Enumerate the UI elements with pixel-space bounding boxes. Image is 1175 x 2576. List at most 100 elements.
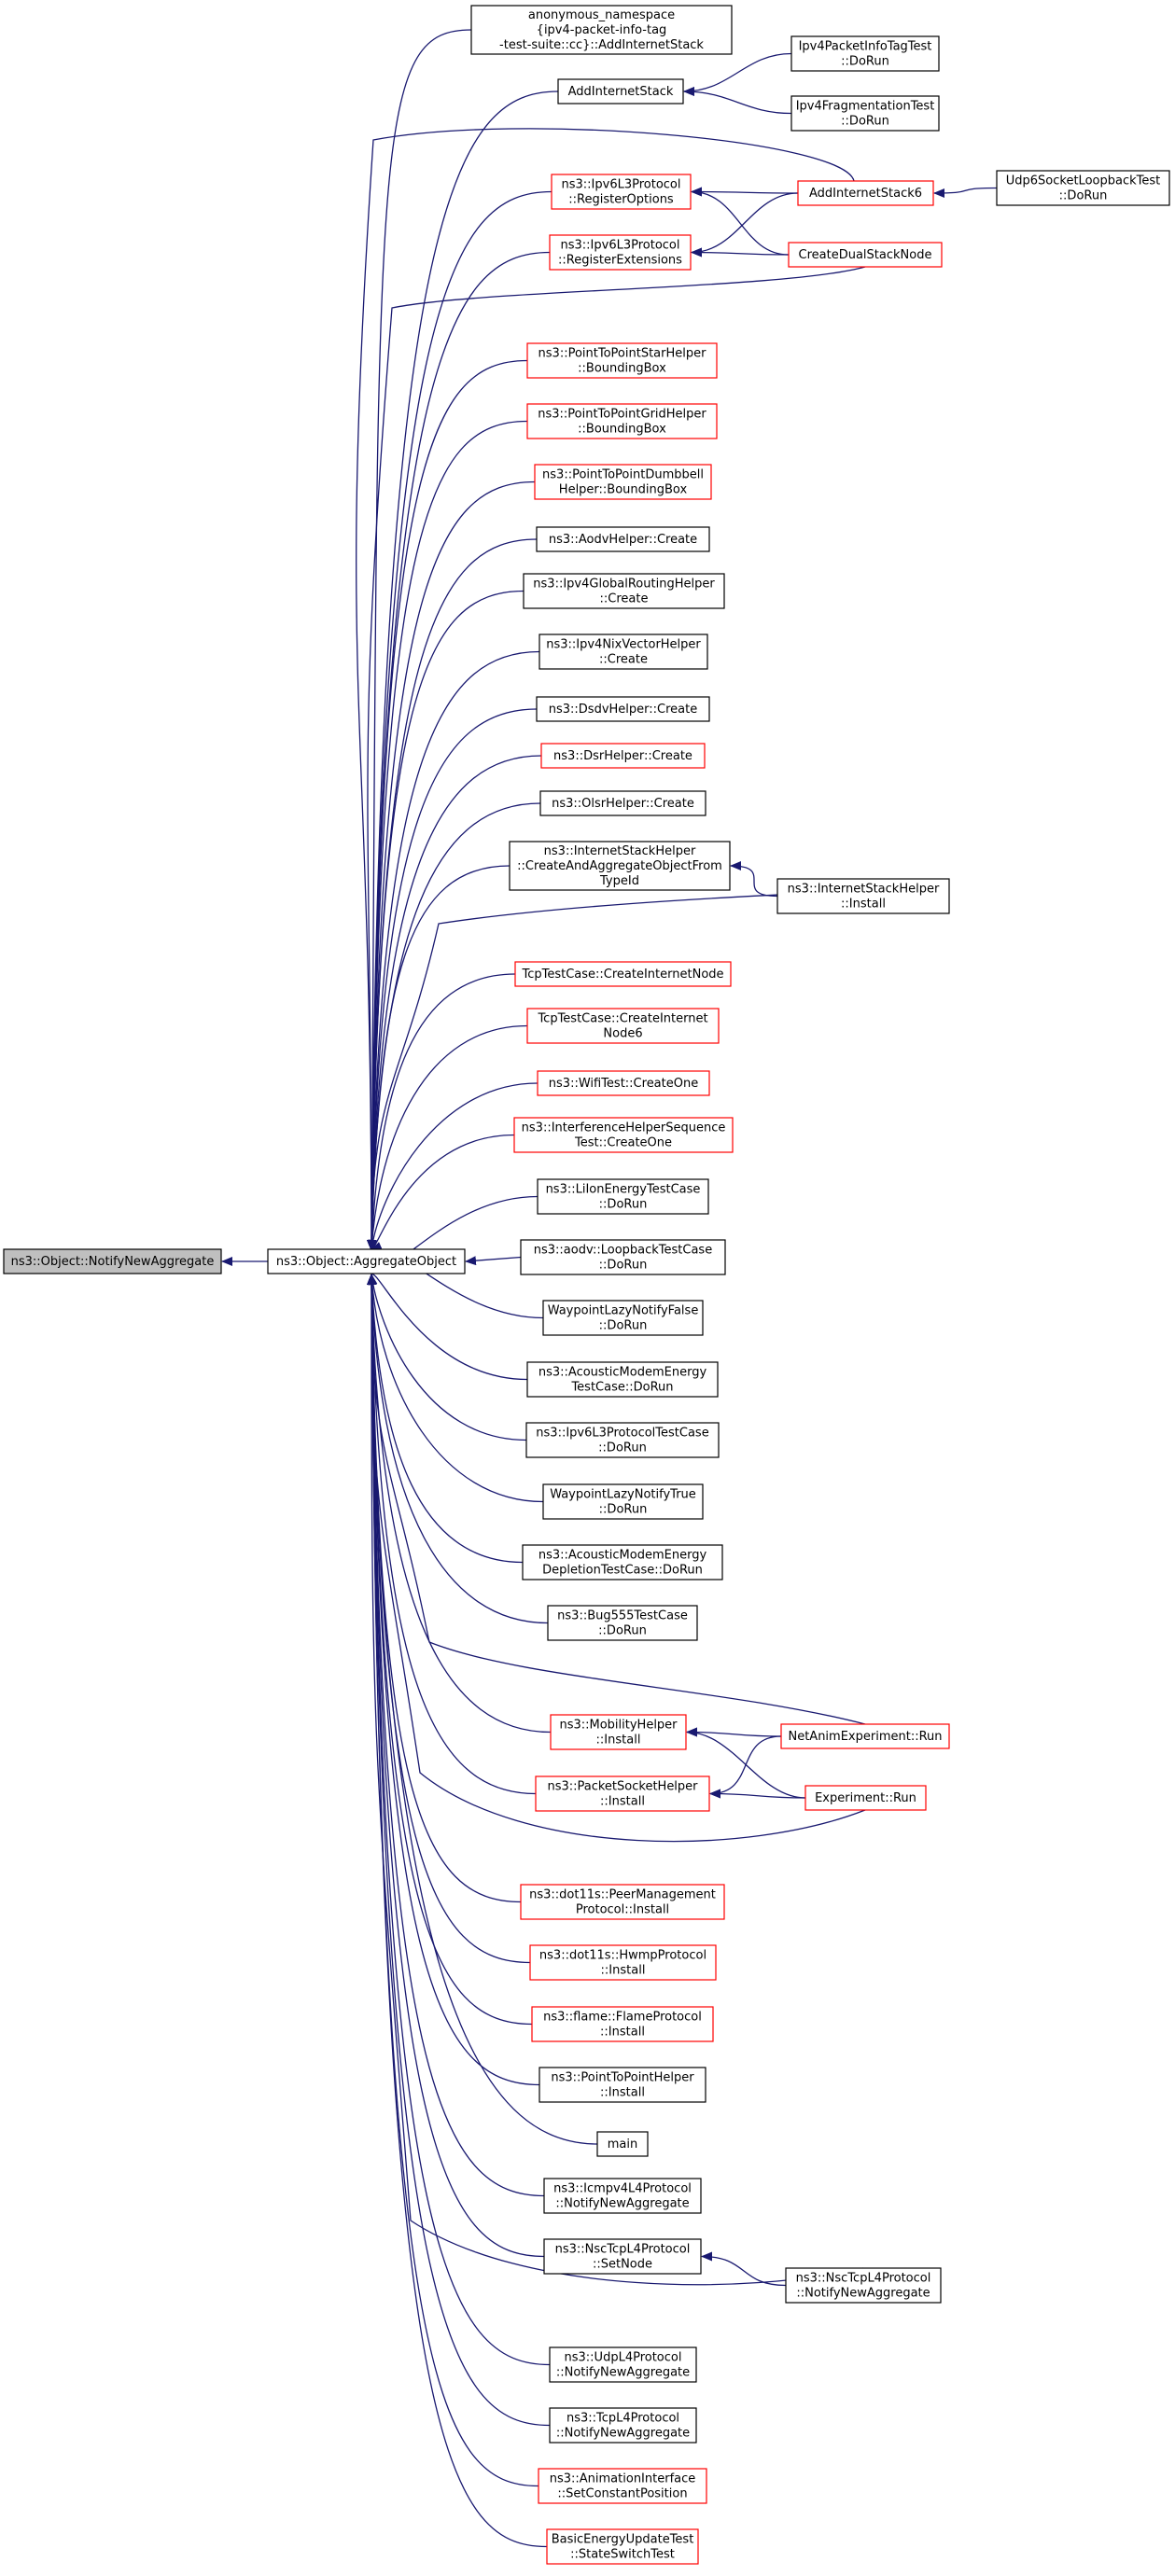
- node-dsdv[interactable]: ns3::DsdvHelper::Create: [536, 696, 710, 722]
- edge-aggregate-to-p2p: [367, 1274, 540, 2086]
- node-tcpnode[interactable]: TcpTestCase::CreateInternetNode: [514, 961, 732, 987]
- node-nix[interactable]: ns3::Ipv4NixVectorHelper::Create: [539, 634, 708, 670]
- node-label: ::DoRun: [599, 1319, 648, 1333]
- node-p2p[interactable]: ns3::PointToPointHelper::Install: [539, 2067, 706, 2103]
- node-label: WaypointLazyNotifyFalse: [548, 1304, 699, 1318]
- node-box: [526, 1008, 720, 1044]
- node-frag[interactable]: Ipv4FragmentationTest::DoRun: [790, 95, 940, 132]
- node-label: ::DoRun: [599, 1259, 648, 1273]
- node-addinet6[interactable]: AddInternetStack6: [797, 180, 934, 206]
- node-label: ns3::PointToPointDumbbell: [542, 468, 704, 482]
- node-loopback[interactable]: ns3::aodv::LoopbackTestCase::DoRun: [520, 1239, 726, 1275]
- edge-aggregate-to-addinet: [367, 91, 559, 1251]
- node-box: [542, 1483, 704, 1520]
- node-icmp[interactable]: ns3::Icmpv4L4Protocol::NotifyNewAggregat…: [543, 2178, 702, 2214]
- node-box: [537, 1178, 709, 1215]
- node-basicenergy[interactable]: BasicEnergyUpdateTest::StateSwitchTest: [546, 2528, 699, 2565]
- node-label: main: [608, 2137, 637, 2151]
- node-aodvh[interactable]: ns3::AodvHelper::Create: [536, 526, 710, 552]
- node-tcpl4[interactable]: ns3::TcpL4Protocol::NotifyNewAggregate: [549, 2407, 697, 2444]
- node-mobility[interactable]: ns3::MobilityHelper::Install: [550, 1714, 687, 1750]
- node-depletion[interactable]: ns3::AcousticModemEnergyDepletionTestCas…: [522, 1544, 723, 1580]
- edge-aggregate-to-nscset: [367, 1274, 545, 2258]
- node-regopt[interactable]: ns3::Ipv6L3Protocol::RegisterOptions: [551, 174, 692, 210]
- node-pit[interactable]: Ipv4PacketInfoTagTest::DoRun: [790, 35, 940, 72]
- node-nscnotify[interactable]: ns3::NscTcpL4Protocol::NotifyNewAggregat…: [785, 2267, 942, 2304]
- node-anon[interactable]: anonymous_namespace{ipv4-packet-info-tag…: [470, 5, 733, 55]
- node-notify[interactable]: ns3::Object::NotifyNewAggregate: [3, 1248, 222, 1274]
- node-label: ::Install: [601, 1964, 646, 1978]
- node-hwmp[interactable]: ns3::dot11s::HwmpProtocol::Install: [529, 1944, 717, 1981]
- node-label: ns3::DsdvHelper::Create: [549, 703, 697, 717]
- node-box: [543, 2178, 702, 2214]
- node-label: ::Install: [600, 1795, 645, 1809]
- edge-aggregate-to-dualstack: [366, 266, 866, 1251]
- node-box: [546, 2528, 699, 2565]
- node-nscset[interactable]: ns3::NscTcpL4Protocol::SetNode: [543, 2238, 702, 2275]
- node-box: [514, 961, 732, 987]
- edge-packetsock-to-experiment: [709, 1789, 806, 1799]
- node-box: [531, 2006, 714, 2042]
- node-label: ns3::dot11s::HwmpProtocol: [539, 1949, 706, 1963]
- node-experiment[interactable]: Experiment::Run: [804, 1785, 927, 1811]
- node-aggregate[interactable]: ns3::Object::AggregateObject: [267, 1248, 466, 1274]
- node-udpl4[interactable]: ns3::UdpL4Protocol::NotifyNewAggregate: [549, 2346, 697, 2383]
- node-box: [542, 1300, 704, 1336]
- node-regext[interactable]: ns3::Ipv6L3Protocol::RegisterExtensions: [549, 234, 692, 271]
- node-grid[interactable]: ns3::PointToPointGridHelper::BoundingBox: [526, 403, 718, 439]
- node-olsr[interactable]: ns3::OlsrHelper::Create: [539, 790, 706, 816]
- node-label: ::DoRun: [841, 55, 889, 69]
- node-createagg[interactable]: ns3::InternetStackHelper::CreateAndAggre…: [509, 841, 731, 891]
- node-label: ns3::OlsrHelper::Create: [552, 797, 694, 811]
- node-wptrue[interactable]: WaypointLazyNotifyTrue::DoRun: [542, 1483, 704, 1520]
- node-udp6[interactable]: Udp6SocketLoopbackTest::DoRun: [996, 170, 1170, 206]
- edge-aggregate-to-grid: [367, 420, 528, 1251]
- edge-aggregate-to-depletion: [367, 1274, 524, 1564]
- node-wpfalse[interactable]: WaypointLazyNotifyFalse::DoRun: [542, 1300, 704, 1336]
- node-peer[interactable]: ns3::dot11s::PeerManagementProtocol::Ins…: [520, 1884, 725, 1920]
- node-bug555[interactable]: ns3::Bug555TestCase::DoRun: [547, 1605, 698, 1641]
- edge-regopt-to-dualstack: [691, 187, 790, 256]
- node-label: ::NotifyNewAggregate: [796, 2287, 930, 2301]
- node-ipv6tc[interactable]: ns3::Ipv6L3ProtocolTestCase::DoRun: [525, 1422, 720, 1458]
- node-label: Node6: [603, 1027, 642, 1041]
- node-star[interactable]: ns3::PointToPointStarHelper::BoundingBox: [526, 342, 718, 379]
- edge-aggregate-to-udpl4: [367, 1274, 551, 2366]
- node-label: ns3::UdpL4Protocol: [565, 2351, 682, 2365]
- node-dsr[interactable]: ns3::DsrHelper::Create: [540, 743, 706, 769]
- node-box: [3, 1248, 222, 1274]
- node-netanim[interactable]: NetAnimExperiment::Run: [780, 1723, 950, 1749]
- node-interf[interactable]: ns3::InterferenceHelperSequenceTest::Cre…: [513, 1117, 734, 1153]
- node-main[interactable]: main: [596, 2131, 649, 2157]
- node-dumbbell[interactable]: ns3::PointToPointDumbbellHelper::Boundin…: [534, 464, 712, 500]
- node-label: ns3::AodvHelper::Create: [549, 533, 697, 547]
- node-anim[interactable]: ns3::AnimationInterface::SetConstantPosi…: [538, 2468, 707, 2504]
- node-globalr[interactable]: ns3::Ipv4GlobalRoutingHelper::Create: [523, 573, 725, 609]
- node-label: ::DoRun: [841, 115, 889, 129]
- edge-aggregate-to-ipv6tc: [368, 1274, 527, 1441]
- edge-aggregate-to-tcpnode: [367, 973, 516, 1251]
- node-label: NetAnimExperiment::Run: [788, 1730, 942, 1744]
- node-box: [538, 2468, 707, 2504]
- node-addinet[interactable]: AddInternetStack: [557, 78, 684, 104]
- node-flame[interactable]: ns3::flame::FlameProtocol::Install: [531, 2006, 714, 2042]
- node-box: [539, 2067, 706, 2103]
- node-dualstack[interactable]: CreateDualStackNode: [788, 242, 943, 268]
- node-label: ::Create: [599, 653, 648, 667]
- node-liion[interactable]: ns3::LiIonEnergyTestCase::DoRun: [537, 1178, 709, 1215]
- node-box: [525, 1422, 720, 1458]
- node-label: ns3::Ipv6L3Protocol: [561, 239, 680, 253]
- node-label: ns3::Ipv4NixVectorHelper: [546, 638, 701, 652]
- edge-aggregate-to-regext: [367, 251, 551, 1251]
- edge-aggregate-to-dsdv: [367, 708, 538, 1251]
- node-label: ::SetNode: [593, 2258, 652, 2272]
- node-ishinstall[interactable]: ns3::InternetStackHelper::Install: [776, 878, 950, 914]
- node-box: [522, 1544, 723, 1580]
- node-box: [797, 180, 934, 206]
- node-packetsock[interactable]: ns3::PacketSocketHelper::Install: [535, 1775, 710, 1812]
- node-wifi[interactable]: ns3::WifiTest::CreateOne: [537, 1070, 710, 1096]
- node-label: Udp6SocketLoopbackTest: [1006, 174, 1160, 188]
